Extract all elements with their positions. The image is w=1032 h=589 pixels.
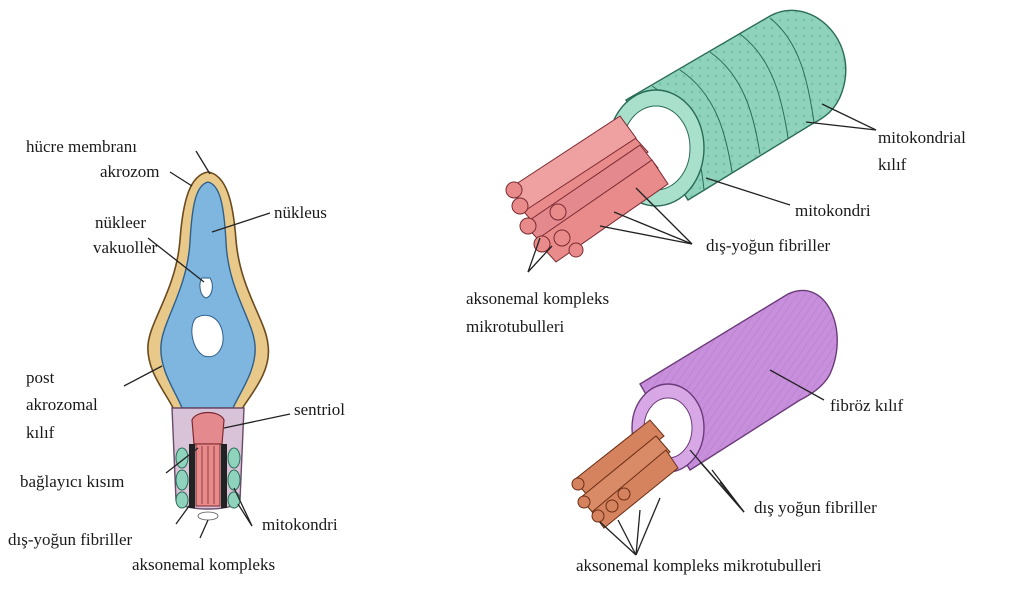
label-aksonemal-mikrotubulleri-bottom: aksonemal kompleks mikrotubulleri <box>576 556 822 575</box>
label-akrozomal: akrozomal <box>26 395 98 414</box>
label-dis-yogun-fibriller-bottom: dış yoğun fibriller <box>754 498 877 517</box>
label-mitokondrial: mitokondrial <box>878 128 966 147</box>
label-mitokondri-right: mitokondri <box>795 201 871 220</box>
label-dis-yogun-fibriller-right: dış-yoğun fibriller <box>706 236 831 255</box>
label-hucre-membrani: hücre membranı <box>26 137 137 156</box>
label-mikrotubulleri-top: mikrotubulleri <box>466 317 564 336</box>
label-vakuoller: vakuoller <box>93 238 158 257</box>
principal-piece-cylinder-figure <box>572 290 837 528</box>
label-fibroz-kilif: fibröz kılıf <box>830 396 904 415</box>
label-kilif-left: kılıf <box>26 423 55 442</box>
outer-dense-fiber-rods <box>572 420 678 528</box>
label-aksonemal-kompleks-left: aksonemal kompleks <box>132 555 275 574</box>
centriole-shape <box>192 413 224 445</box>
sperm-head-figure <box>148 172 269 520</box>
label-akrozom: akrozom <box>100 162 159 181</box>
label-post: post <box>26 368 55 387</box>
label-nukleer: nükleer <box>95 213 146 232</box>
label-mitokondri-left: mitokondri <box>262 515 338 534</box>
label-kilif-right: kılıf <box>878 155 907 174</box>
midpiece-cylinder-figure <box>506 10 846 262</box>
label-aksonemal-kompleks-top: aksonemal kompleks <box>466 289 609 308</box>
mitochondria-right-column <box>228 448 240 508</box>
label-nukleus: nükleus <box>274 203 327 222</box>
label-dis-yogun-fibriller-left: dış-yoğun fibriller <box>8 530 133 549</box>
label-sentriol: sentriol <box>294 400 345 419</box>
outer-dense-fiber-right <box>221 444 227 508</box>
label-baglayici-kisim: bağlayıcı kısım <box>20 472 124 491</box>
